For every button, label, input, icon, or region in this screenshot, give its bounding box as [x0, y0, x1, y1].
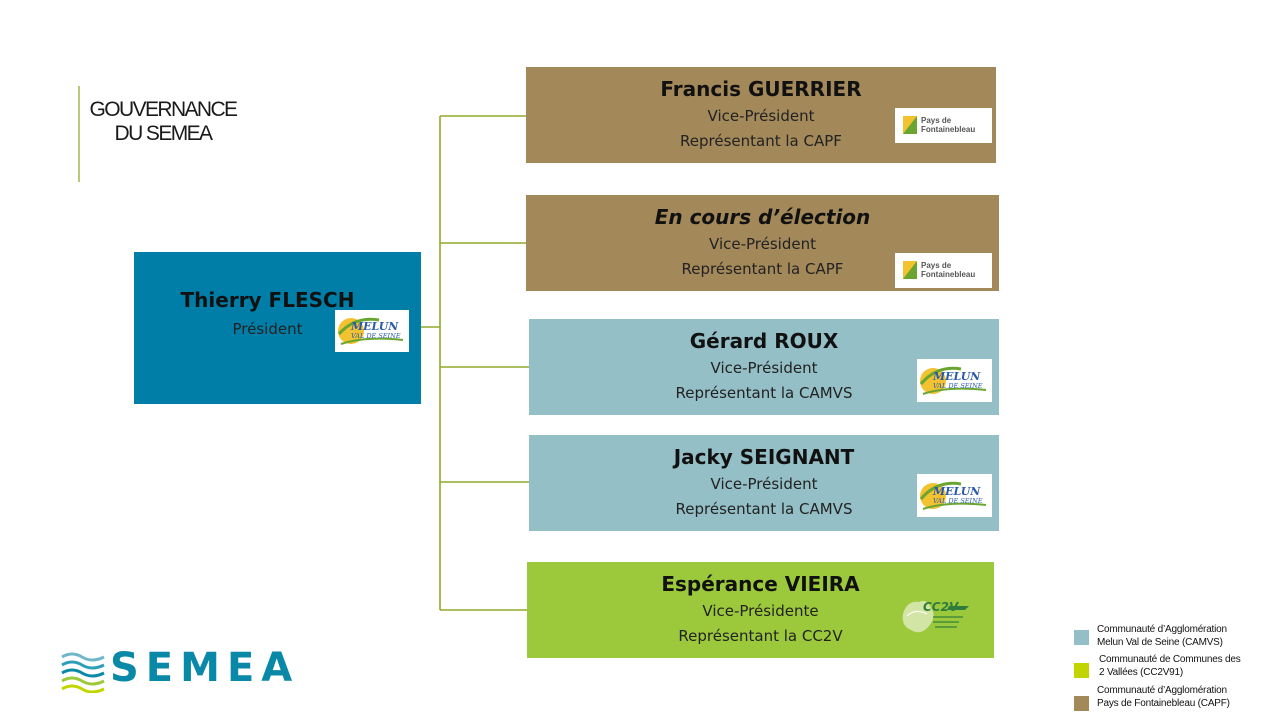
svg-text:CC2V: CC2V [923, 600, 960, 614]
svg-text:MELUN: MELUN [350, 320, 399, 333]
legend-text-capf: Communauté d’Agglomération Pays de Fonta… [1097, 685, 1230, 709]
legend-swatch-capf [1074, 696, 1089, 711]
cc2v-logo: CC2V [897, 594, 973, 638]
vp-name: Espérance VIEIRA [661, 572, 860, 596]
page-title-line1: GOUVERNANCE [89, 98, 239, 121]
president-box: Thierry FLESCH Président MELUN VAL DE SE… [134, 252, 421, 404]
title-accent-bar [78, 86, 80, 182]
page-title: GOUVERNANCE DU SEMEA [88, 98, 239, 146]
svg-text:VAL DE SEINE: VAL DE SEINE [933, 497, 983, 505]
vice-president-box-3: Gérard ROUX Vice-Président Représentant … [529, 319, 999, 415]
svg-text:Fontainebleau: Fontainebleau [921, 270, 975, 279]
svg-text:Pays de: Pays de [921, 116, 952, 125]
vp-role: Vice-Président [707, 107, 815, 125]
svg-text:Fontainebleau: Fontainebleau [921, 125, 975, 134]
vp-role: Vice-Présidente [702, 602, 819, 620]
vice-president-box-2: En cours d’élection Vice-Président Repré… [526, 195, 999, 291]
vp-representation: Représentant la CAPF [681, 260, 844, 278]
vp-name: Francis GUERRIER [660, 77, 862, 101]
svg-text:MELUN: MELUN [932, 485, 981, 498]
svg-text:VAL DE SEINE: VAL DE SEINE [933, 382, 983, 390]
legend-swatch-camvs [1074, 630, 1089, 645]
pays-de-fontainebleau-logo: Pays de Fontainebleau [895, 253, 992, 288]
vp-representation: Représentant la CAPF [680, 132, 842, 150]
vp-role: Vice-Président [710, 475, 818, 493]
vp-name: En cours d’élection [654, 205, 871, 229]
vice-president-box-5: Espérance VIEIRA Vice-Présidente Représe… [527, 562, 994, 658]
president-name: Thierry FLESCH [180, 288, 355, 312]
melun-val-de-seine-logo: MELUN VAL DE SEINE [917, 359, 992, 402]
vp-name: Jacky SEIGNANT [673, 445, 855, 469]
svg-text:Pays de: Pays de [921, 261, 952, 270]
page-title-line2: DU SEMEA [114, 122, 213, 145]
legend-swatch-cc2v [1074, 663, 1089, 678]
vp-representation: Représentant la CAMVS [675, 384, 853, 402]
vp-role: Vice-Président [709, 235, 816, 253]
vice-president-box-1: Francis GUERRIER Vice-Président Représen… [526, 67, 996, 163]
pays-de-fontainebleau-logo: Pays de Fontainebleau [895, 108, 992, 143]
vice-president-box-4: Jacky SEIGNANT Vice-Président Représenta… [529, 435, 999, 531]
legend-text-camvs: Communauté d’Agglomération Melun Val de … [1097, 624, 1227, 648]
vp-representation: Représentant la CAMVS [675, 500, 853, 518]
semea-waves-icon [61, 652, 105, 693]
semea-brand: SEMEA [60, 645, 330, 695]
legend-text-cc2v: Communauté de Communes des 2 Vallées (CC… [1099, 654, 1241, 678]
svg-text:VAL DE SEINE: VAL DE SEINE [351, 332, 401, 340]
vp-name: Gérard ROUX [689, 329, 839, 353]
vp-role: Vice-Président [710, 359, 818, 377]
svg-text:MELUN: MELUN [932, 370, 981, 383]
melun-val-de-seine-logo: MELUN VAL DE SEINE [917, 474, 992, 517]
vp-representation: Représentant la CC2V [678, 627, 843, 645]
melun-val-de-seine-logo: MELUN VAL DE SEINE [335, 310, 409, 352]
president-role: Président [232, 320, 303, 338]
semea-wordmark: SEMEA [110, 645, 300, 691]
